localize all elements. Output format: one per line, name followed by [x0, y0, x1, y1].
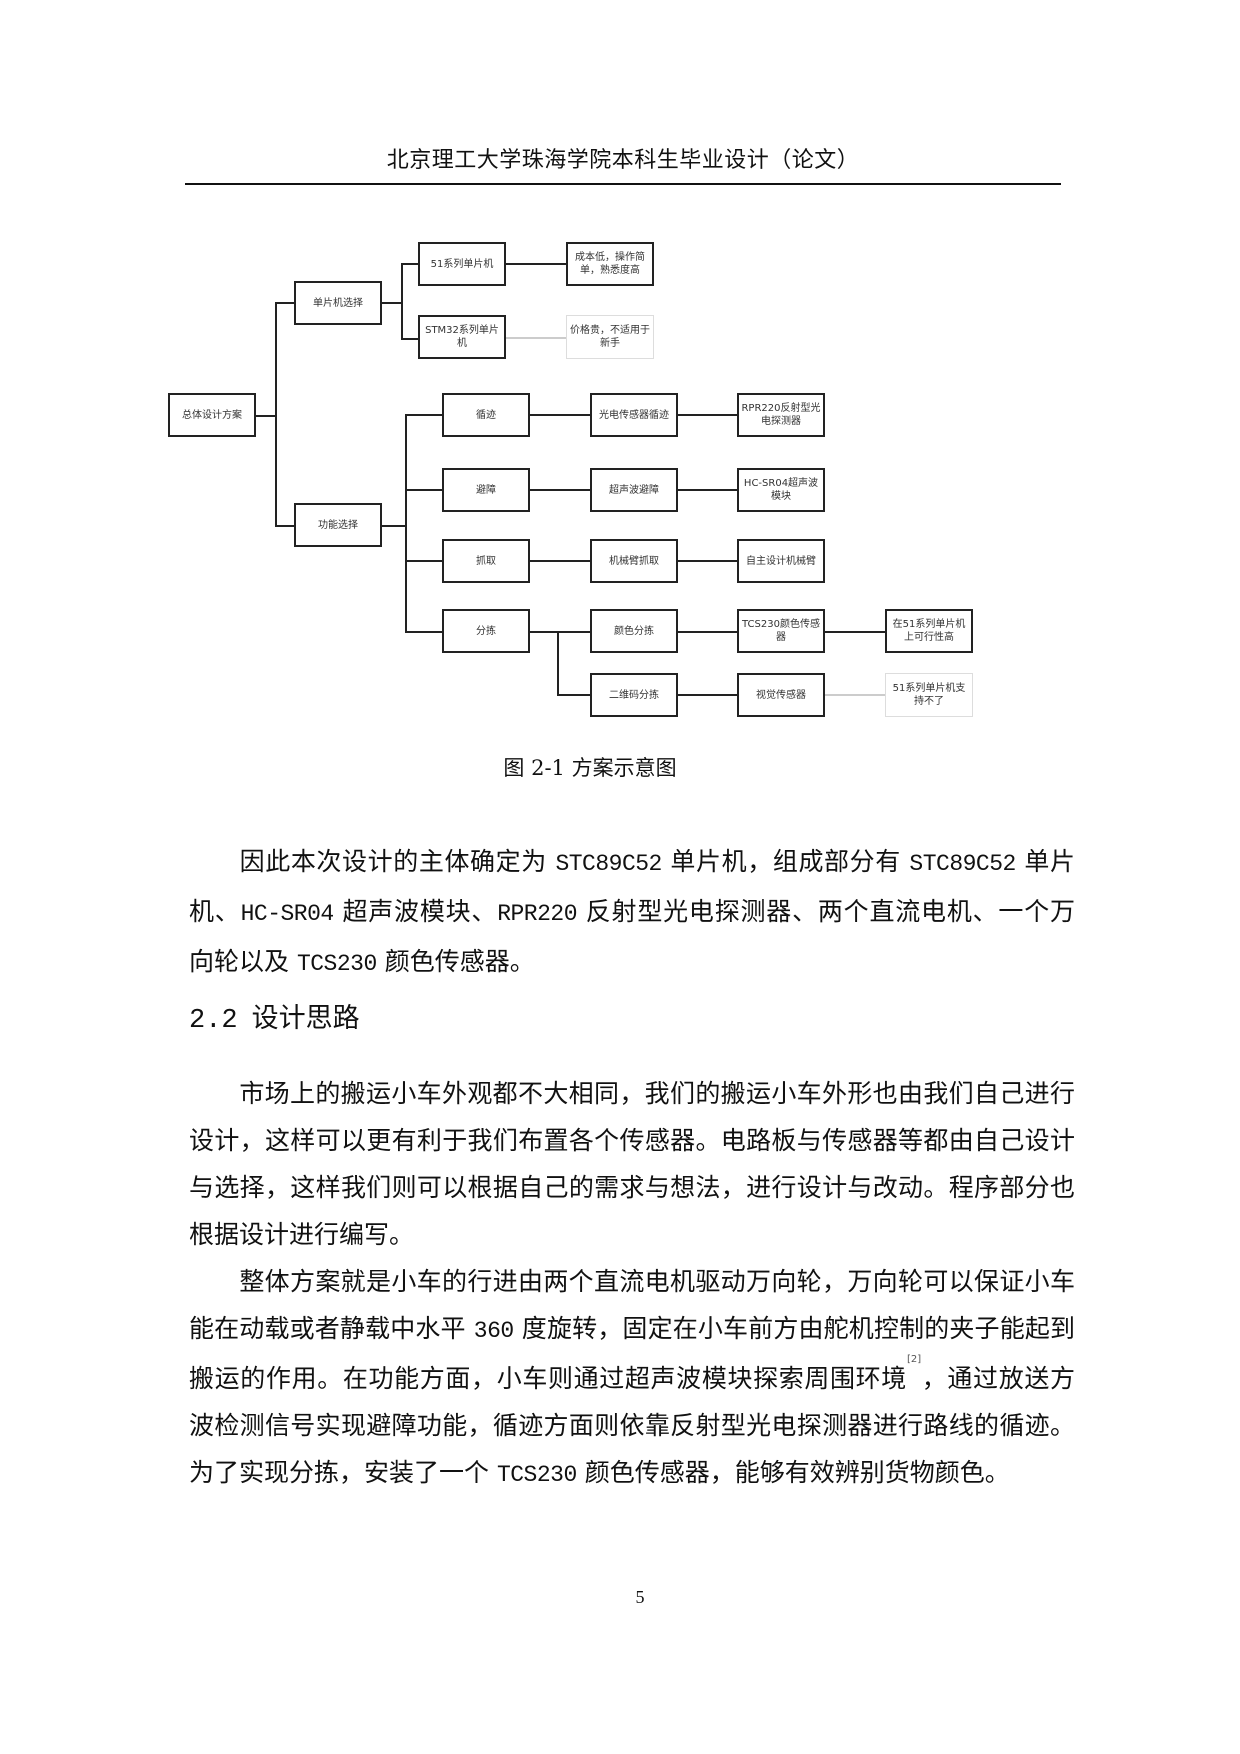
node-track: 循迹	[442, 393, 530, 437]
code-term: STC89C52	[909, 851, 1016, 877]
page-number: 5	[635, 1587, 645, 1607]
node-grab-device: 自主设计机械臂	[737, 539, 825, 583]
running-header: 北京理工大学珠海学院本科生毕业设计（论文）	[386, 148, 860, 173]
node-track-method: 光电传感器循迹	[590, 393, 678, 437]
connector	[275, 302, 295, 304]
header-rule	[185, 183, 1061, 185]
node-mcu-51-note: 成本低，操作简单，熟悉度高	[566, 242, 654, 286]
node-mcu-51: 51系列单片机	[418, 242, 506, 286]
connector	[530, 560, 591, 562]
citation-reference[interactable]: [2]	[906, 1354, 922, 1365]
connector	[530, 489, 591, 491]
connector	[678, 631, 738, 633]
text: 度旋转，固定在小车前方由舵机控制的夹子能起到搬运的作用。在功能方面，小车则通过超…	[189, 1314, 1075, 1393]
node-root: 总体设计方案	[168, 393, 256, 437]
connector	[825, 694, 886, 696]
connector	[506, 337, 567, 339]
connector	[678, 694, 738, 696]
connector	[382, 302, 402, 304]
code-term: RPR220	[497, 901, 578, 927]
node-sort: 分拣	[442, 609, 530, 653]
node-mcu-select: 单片机选择	[294, 281, 382, 325]
node-mcu-stm32: STM32系列单片机	[418, 315, 506, 359]
connector	[530, 631, 591, 633]
connector	[275, 525, 295, 527]
paragraph-2: 市场上的搬运小车外观都不大相同，我们的搬运小车外形也由我们自己进行设计，这样可以…	[189, 1070, 1075, 1258]
connector	[678, 414, 738, 416]
connector	[405, 414, 407, 633]
connector	[275, 303, 277, 527]
node-color-device: TCS230颜色传感器	[737, 609, 825, 653]
node-qr-device: 视觉传感器	[737, 673, 825, 717]
text: 市场上的搬运小车外观都不大相同，我们的搬运小车外形也由我们自己进行设计，这样可以…	[189, 1079, 1075, 1249]
code-term: HC-SR04	[240, 901, 335, 927]
node-track-device: RPR220反射型光电探测器	[737, 393, 825, 437]
text: 颜色传感器。	[376, 947, 535, 976]
code-term: TCS230	[296, 951, 377, 977]
connector	[401, 338, 419, 340]
connector	[405, 560, 443, 562]
figure-caption: 图 2-1 方案示意图	[503, 756, 677, 780]
node-avoid-device: HC-SR04超声波模块	[737, 468, 825, 512]
node-func-select: 功能选择	[294, 503, 382, 547]
text: 单片机，组成部分有	[661, 847, 910, 876]
node-grab: 抓取	[442, 539, 530, 583]
text: 超声波模块、	[333, 897, 498, 926]
text: 单片机、	[189, 847, 1076, 926]
text: 反射型光电探测器、两个直流电机、一个万向轮以及	[189, 897, 1075, 976]
text: ，通过放送方波检测信号实现避障功能，循迹方面则依靠反射型光电探测器进行路线的循迹…	[189, 1364, 1075, 1487]
node-qr-note: 51系列单片机支持不了	[885, 673, 973, 717]
code-term: STC89C52	[555, 851, 662, 877]
connector	[530, 414, 591, 416]
node-mcu-stm32-note: 价格贵，不适用于新手	[566, 315, 654, 359]
code-term: TCS230	[496, 1462, 577, 1488]
connector	[405, 414, 443, 416]
connector	[405, 489, 443, 491]
node-grab-method: 机械臂抓取	[590, 539, 678, 583]
section-title: 设计思路	[251, 1003, 360, 1034]
connector	[256, 415, 276, 417]
text: 颜色传感器，能够有效辨别货物颜色。	[576, 1458, 1010, 1487]
section-number: 2.2	[189, 1006, 238, 1036]
connector	[825, 631, 886, 633]
section-heading: 2.2 设计思路	[189, 996, 360, 1036]
connector	[678, 560, 738, 562]
connector	[506, 263, 567, 265]
number-term: 360	[473, 1318, 514, 1344]
paragraph-1: 因此本次设计的主体确定为 STC89C52 单片机，组成部分有 STC89C52…	[189, 838, 1075, 988]
node-avoid: 避障	[442, 468, 530, 512]
node-sort-color: 颜色分拣	[590, 609, 678, 653]
text: 因此本次设计的主体确定为	[239, 847, 556, 876]
node-color-note: 在51系列单片机上可行性高	[885, 609, 973, 653]
connector	[405, 631, 443, 633]
connector	[678, 489, 738, 491]
node-sort-qr: 二维码分拣	[590, 673, 678, 717]
connector	[401, 263, 419, 265]
paragraph-3: 整体方案就是小车的行进由两个直流电机驱动万向轮，万向轮可以保证小车能在动载或者静…	[189, 1258, 1075, 1499]
connector	[557, 694, 591, 696]
scheme-diagram: 总体设计方案 单片机选择 功能选择 51系列单片机 STM32系列单片机 成本低…	[0, 0, 1240, 760]
text: 整体方案就是小车的行进由两个直流电机驱动万向轮，万向轮可以保证小车能在动载或者静…	[189, 1267, 1075, 1343]
node-avoid-method: 超声波避障	[590, 468, 678, 512]
connector	[401, 264, 403, 340]
connector	[557, 631, 559, 696]
connector	[382, 525, 406, 527]
